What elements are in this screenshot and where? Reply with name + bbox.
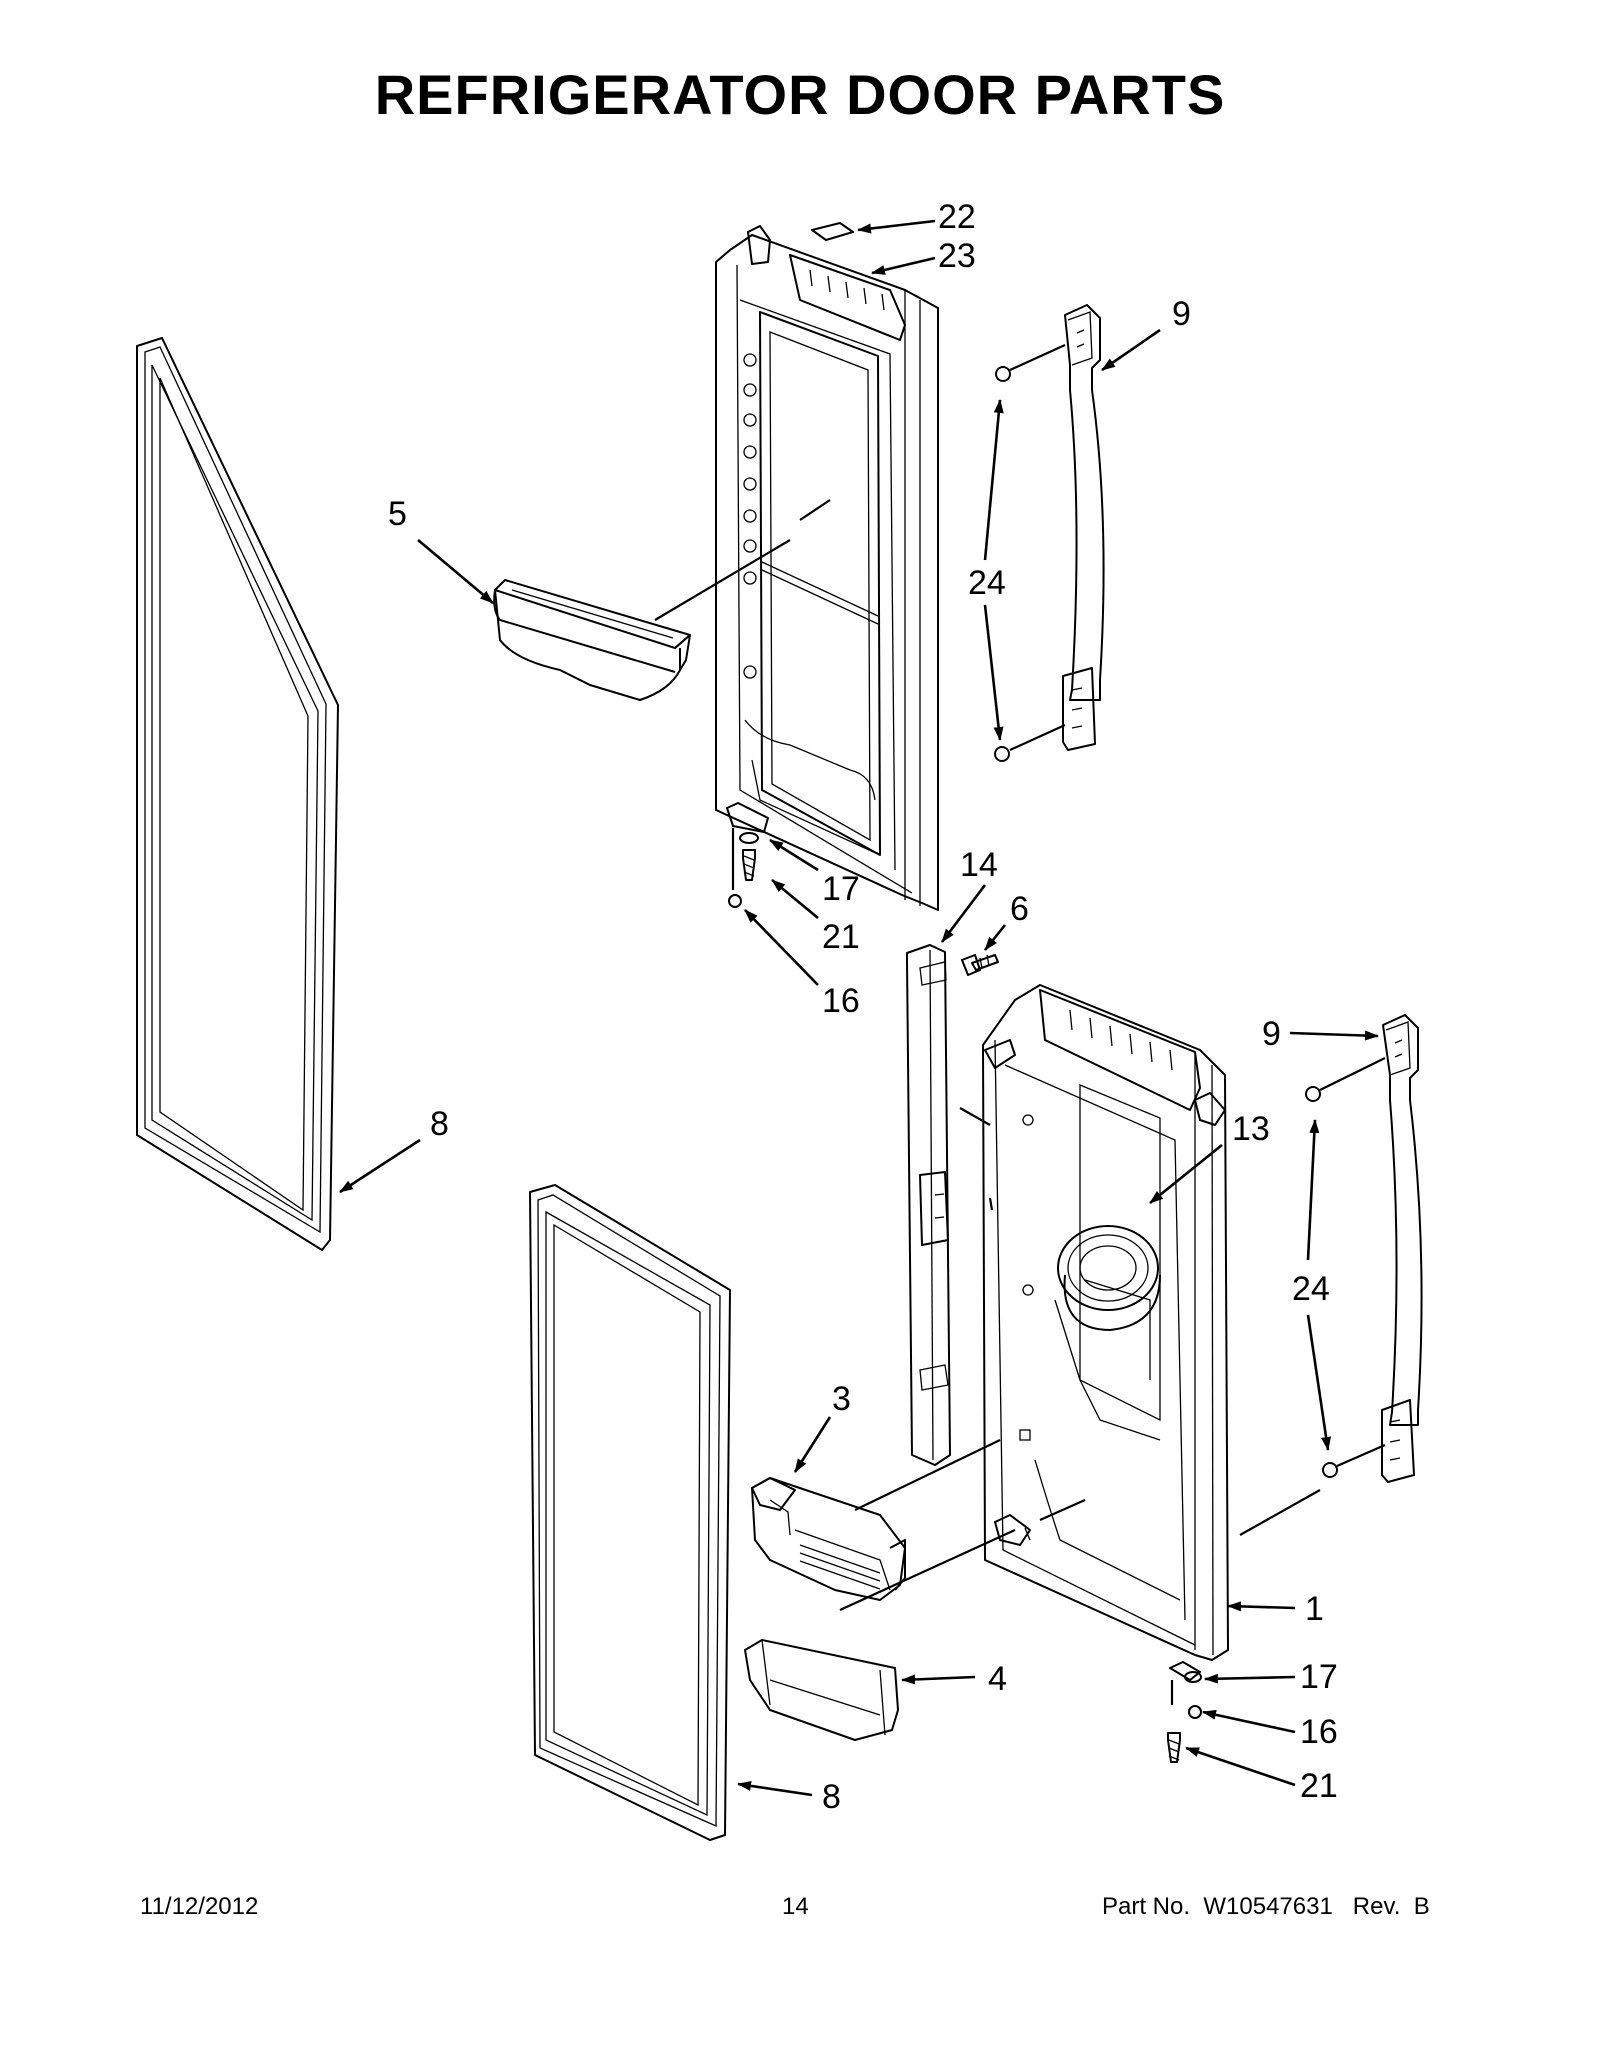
callout-17-upper: 17	[822, 870, 860, 908]
lower-door	[982, 984, 1229, 1661]
door-bin-upper	[493, 579, 691, 701]
upper-hinge-parts	[728, 828, 759, 908]
callout-6: 6	[1010, 890, 1029, 928]
callout-23: 23	[938, 237, 976, 275]
callout-21-lower: 21	[1300, 1767, 1338, 1805]
callout-13: 13	[1232, 1110, 1270, 1148]
door-bin-lower	[751, 1477, 906, 1601]
door-gasket-upper	[136, 337, 339, 1251]
callout-9-lower: 9	[1262, 1015, 1281, 1053]
callout-8-upper: 8	[430, 1105, 449, 1143]
footer-part-number: Part No. W10547631 Rev. B	[1102, 1893, 1430, 1920]
callout-14: 14	[960, 846, 998, 884]
lower-hinge-parts	[1167, 1661, 1202, 1763]
door-bin-bottom	[744, 1639, 899, 1741]
footer-date: 11/12/2012	[140, 1893, 259, 1920]
callout-16-lower: 16	[1300, 1713, 1338, 1751]
upper-door	[715, 225, 939, 911]
callout-17-lower: 17	[1300, 1658, 1338, 1696]
footer-page-number: 14	[782, 1893, 809, 1920]
callout-24-upper: 24	[968, 564, 1006, 602]
callout-22: 22	[938, 198, 976, 236]
door-handle-upper	[994, 304, 1105, 762]
callout-16-upper: 16	[822, 982, 860, 1020]
callout-8-lower: 8	[822, 1778, 841, 1816]
callout-labels: 22 23 9 5 24 14 6 17 21 16 9 8 13 24 3 1…	[388, 198, 1338, 1816]
callout-24-lower: 24	[1292, 1270, 1330, 1308]
callout-3: 3	[832, 1380, 851, 1418]
assembly-lines	[654, 499, 1321, 1612]
door-handle-lower	[1305, 1014, 1423, 1483]
callout-9-upper: 9	[1172, 295, 1191, 333]
hinge-strip	[906, 944, 999, 1466]
page-title: REFRIGERATOR DOOR PARTS	[374, 63, 1226, 126]
callout-leaders	[339, 219, 1379, 1797]
callout-1: 1	[1305, 1590, 1324, 1628]
callout-4: 4	[988, 1660, 1007, 1698]
door-gasket-lower	[529, 1184, 731, 1841]
callout-5: 5	[388, 495, 407, 533]
callout-21-upper: 21	[822, 918, 860, 956]
